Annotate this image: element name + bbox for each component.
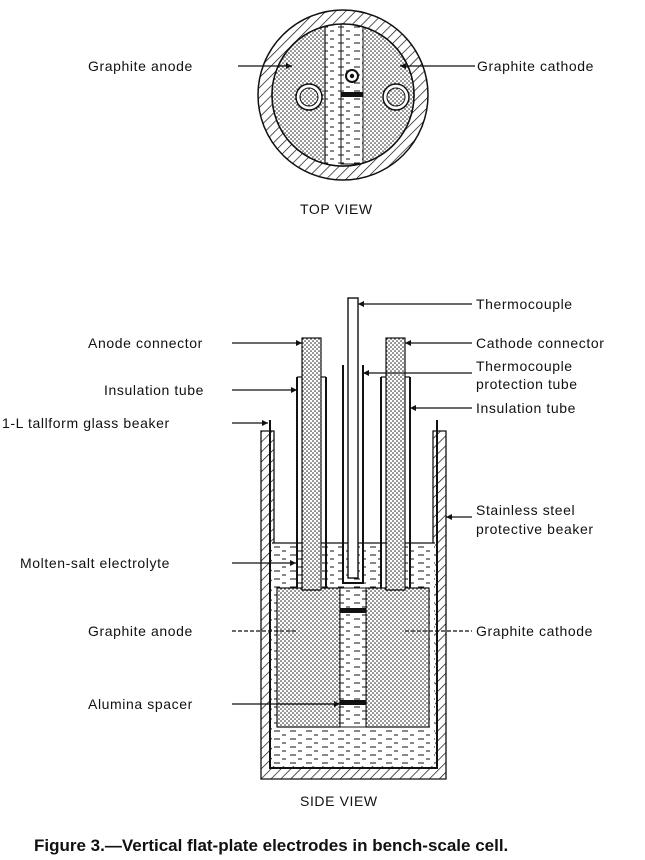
left-insulation-tube-label: Insulation tube (104, 382, 204, 398)
upper-alumina-spacer (340, 608, 366, 613)
protection-tube-label-line2: protection tube (476, 376, 578, 392)
top-cathode-label: Graphite cathode (477, 58, 594, 74)
figure-caption: Figure 3.—Vertical flat-plate electrodes… (34, 836, 508, 855)
anode-connector-label: Anode connector (88, 335, 203, 351)
side-view-title: SIDE VIEW (300, 793, 378, 809)
cathode-connector-label: Cathode connector (476, 335, 605, 351)
thermocouple-rod (347, 297, 359, 579)
top-view-title: TOP VIEW (300, 201, 373, 217)
alumina-spacer-label: Alumina spacer (88, 696, 193, 712)
anode-connector-rod (301, 337, 322, 591)
top-alumina-spacer (341, 92, 363, 97)
top-view: Graphite anode Graphite cathode TOP VIEW (88, 9, 594, 217)
steel-beaker (260, 430, 447, 780)
side-cathode-label: Graphite cathode (476, 623, 593, 639)
top-anode-label: Graphite anode (88, 58, 193, 74)
steel-beaker-label-line1: Stainless steel (476, 502, 575, 518)
side-cathode-plate (365, 587, 430, 728)
electrolyte-label: Molten-salt electrolyte (20, 555, 170, 571)
right-insulation-tube-label: Insulation tube (476, 400, 576, 416)
thermocouple-protection-tube (342, 365, 364, 584)
lower-alumina-spacer (340, 700, 366, 705)
cathode-connector-rod (385, 337, 406, 591)
steel-beaker-label-line2: protective beaker (476, 521, 594, 537)
glass-beaker (269, 420, 438, 769)
thermocouple-label: Thermocouple (476, 296, 573, 312)
side-view: Anode connector Insulation tube 1-L tall… (2, 296, 605, 809)
side-anode-plate (276, 587, 341, 728)
glass-beaker-label: 1-L tallform glass beaker (2, 415, 170, 431)
anode-insulation-tube (296, 377, 327, 588)
side-anode-label: Graphite anode (88, 623, 193, 639)
cathode-insulation-tube (380, 377, 411, 588)
protection-tube-label-line1: Thermocouple (476, 358, 573, 374)
